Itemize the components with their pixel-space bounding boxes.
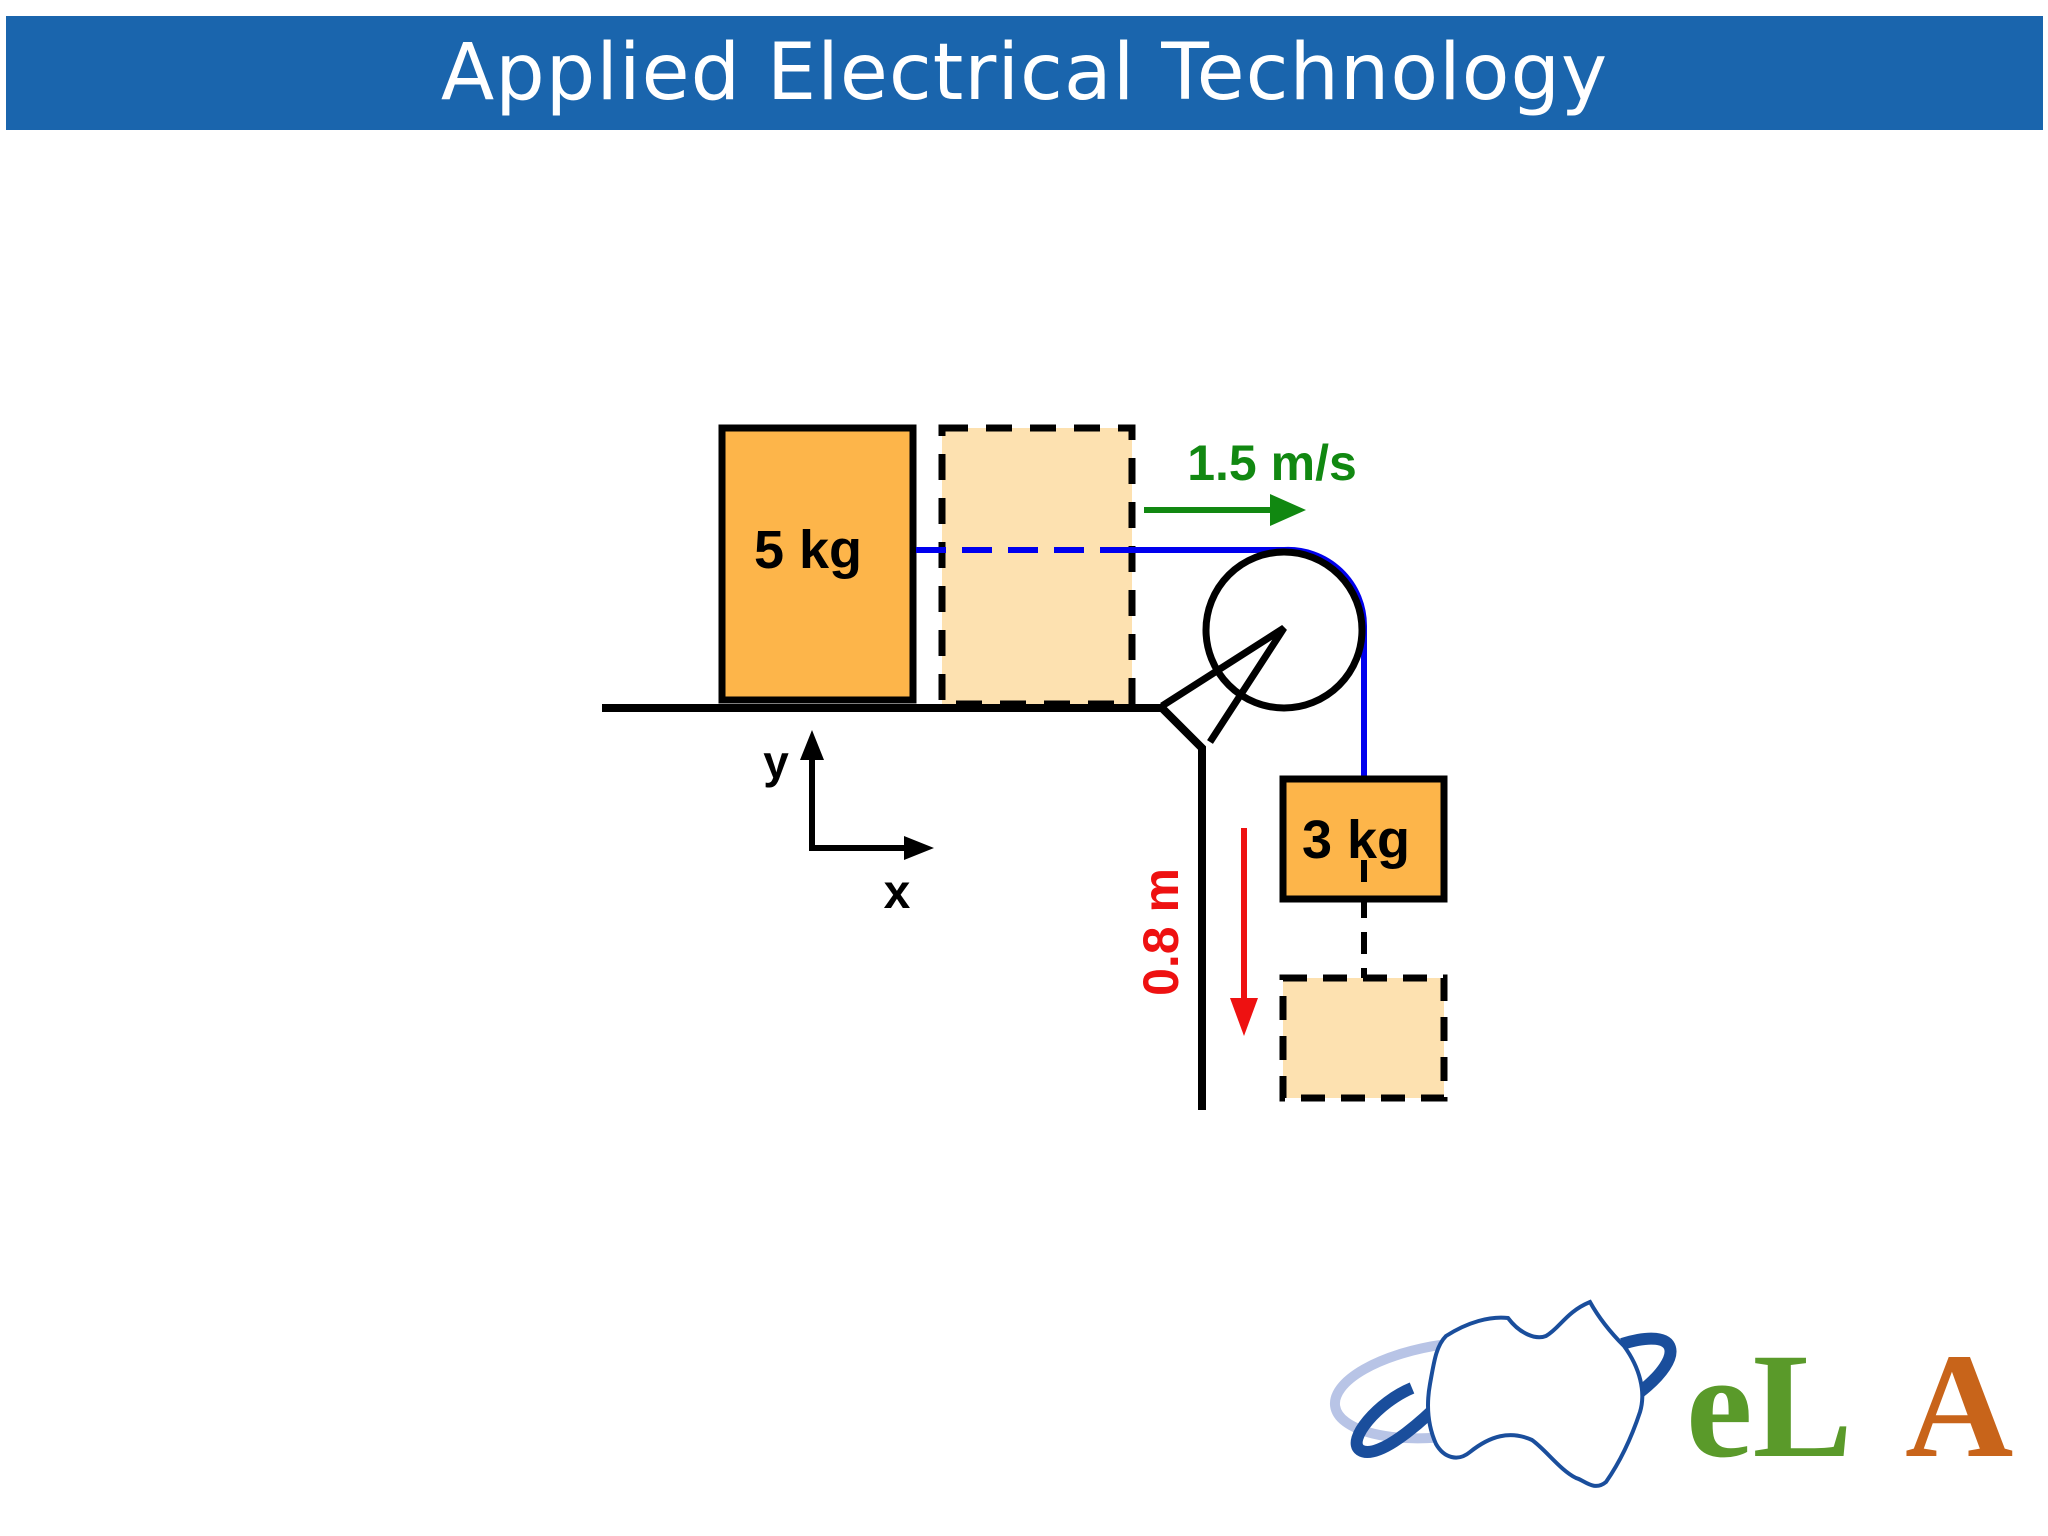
block-3kg-label: 3 kg	[1302, 810, 1410, 870]
velocity-label: 1.5 m/s	[1187, 435, 1357, 491]
ghost-block-3kg	[1279, 974, 1448, 1102]
drop-distance-label: 0.8 m	[1133, 868, 1189, 996]
ghost-block-5kg	[938, 424, 1136, 708]
slide-title: Applied Electrical Technology	[440, 28, 1609, 118]
velocity-arrow-head	[1270, 494, 1306, 526]
axis-y-head	[800, 730, 824, 760]
block-5kg	[718, 424, 917, 704]
axis-y-label: y	[763, 736, 789, 788]
ela-logo: eL A	[1329, 1299, 2013, 1489]
pulley-bracket	[1160, 625, 1287, 744]
australia-map-icon	[1426, 1299, 1645, 1488]
axis-x-head	[904, 836, 934, 860]
logo-text: eL	[1686, 1323, 1853, 1489]
logo-text-a-overlay: A	[1905, 1323, 2013, 1489]
drop-arrow-head	[1230, 998, 1258, 1036]
title-bar: Applied Electrical Technology	[6, 16, 2043, 130]
axis-x-label: x	[884, 866, 911, 919]
table-surface	[602, 704, 1206, 1110]
pulley-wheel	[1202, 548, 1366, 712]
block-5kg-label: 5 kg	[754, 520, 862, 580]
